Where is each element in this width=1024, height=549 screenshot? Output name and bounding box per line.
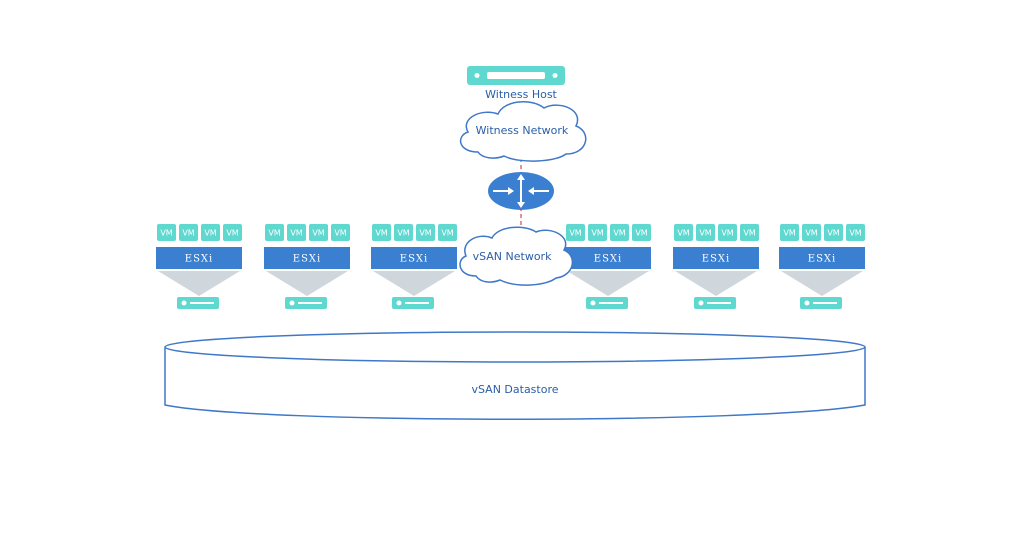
vm-tile <box>438 224 457 241</box>
vm-label: VM <box>419 229 431 238</box>
esxi-bar <box>673 247 759 269</box>
storage-funnel-icon <box>567 271 649 296</box>
vsan-datastore: vSAN Datastore <box>164 331 866 420</box>
esxi-host: VM VM VM VM ESXi <box>673 224 759 309</box>
vm-tile <box>566 224 585 241</box>
esxi-bar <box>156 247 242 269</box>
esxi-bar <box>779 247 865 269</box>
vm-label: VM <box>312 229 324 238</box>
witness-host-label: Witness Host <box>485 88 557 101</box>
esxi-host: VM VM VM VM ESXi <box>264 224 350 309</box>
vm-label: VM <box>783 229 795 238</box>
vsan-network-label: vSAN Network <box>473 250 553 263</box>
esxi-bar <box>264 247 350 269</box>
vm-label: VM <box>613 229 625 238</box>
vm-tile <box>718 224 737 241</box>
vm-tile <box>632 224 651 241</box>
esxi-host: VM VM VM VM ESXi <box>565 224 651 309</box>
esxi-host: VM VM VM VM ESXi <box>779 224 865 309</box>
vm-tile <box>394 224 413 241</box>
vm-tile <box>780 224 799 241</box>
witness-host: Witness Host <box>467 66 565 101</box>
esxi-host: VM VM VM VM ESXi <box>156 224 242 309</box>
storage-funnel-icon <box>373 271 455 296</box>
vm-label: VM <box>334 229 346 238</box>
esxi-host: VM VM VM VM ESXi <box>371 224 457 309</box>
vm-label: VM <box>827 229 839 238</box>
storage-funnel-icon <box>781 271 863 296</box>
vm-label: VM <box>805 229 817 238</box>
witness-network-cloud: Witness Network <box>459 101 587 162</box>
storage-funnel-icon <box>158 271 240 296</box>
vm-label: VM <box>160 229 172 238</box>
esxi-label: ESXi <box>293 254 321 265</box>
esxi-label: ESXi <box>702 254 730 265</box>
esxi-label: ESXi <box>400 254 428 265</box>
cloud-icon <box>459 101 587 162</box>
esxi-bar <box>565 247 651 269</box>
vm-tile <box>265 224 284 241</box>
vm-label: VM <box>268 229 280 238</box>
vm-label: VM <box>699 229 711 238</box>
vm-tile <box>201 224 220 241</box>
storage-funnel-icon <box>266 271 348 296</box>
vm-tile <box>802 224 821 241</box>
cloud-icon <box>459 226 574 286</box>
vm-label: VM <box>635 229 647 238</box>
vm-tile <box>309 224 328 241</box>
vsan-network-cloud: vSAN Network <box>459 226 574 286</box>
vm-tile <box>610 224 629 241</box>
vm-tile <box>331 224 350 241</box>
vm-tile <box>588 224 607 241</box>
vm-label: VM <box>677 229 689 238</box>
vm-label: VM <box>591 229 603 238</box>
vm-label: VM <box>182 229 194 238</box>
router <box>488 172 554 210</box>
vm-label: VM <box>569 229 581 238</box>
storage-funnel-icon <box>675 271 757 296</box>
vm-tile <box>223 224 242 241</box>
vm-label: VM <box>721 229 733 238</box>
vm-tile <box>740 224 759 241</box>
vm-label: VM <box>226 229 238 238</box>
esxi-label: ESXi <box>594 254 622 265</box>
vm-label: VM <box>375 229 387 238</box>
vm-label: VM <box>441 229 453 238</box>
esxi-label: ESXi <box>185 254 213 265</box>
vm-label: VM <box>849 229 861 238</box>
vm-tile <box>846 224 865 241</box>
vm-label: VM <box>290 229 302 238</box>
witness-network-label: Witness Network <box>476 124 569 137</box>
vm-tile <box>674 224 693 241</box>
vm-label: VM <box>743 229 755 238</box>
vm-tile <box>416 224 435 241</box>
vm-label: VM <box>204 229 216 238</box>
vm-tile <box>696 224 715 241</box>
datastore-cylinder-icon <box>164 347 866 420</box>
vm-tile <box>157 224 176 241</box>
vm-tile <box>372 224 391 241</box>
esxi-bar <box>371 247 457 269</box>
vm-label: VM <box>397 229 409 238</box>
vm-tile <box>824 224 843 241</box>
vm-tile <box>287 224 306 241</box>
vm-tile <box>179 224 198 241</box>
esxi-label: ESXi <box>808 254 836 265</box>
vsan-datastore-label: vSAN Datastore <box>471 383 558 396</box>
